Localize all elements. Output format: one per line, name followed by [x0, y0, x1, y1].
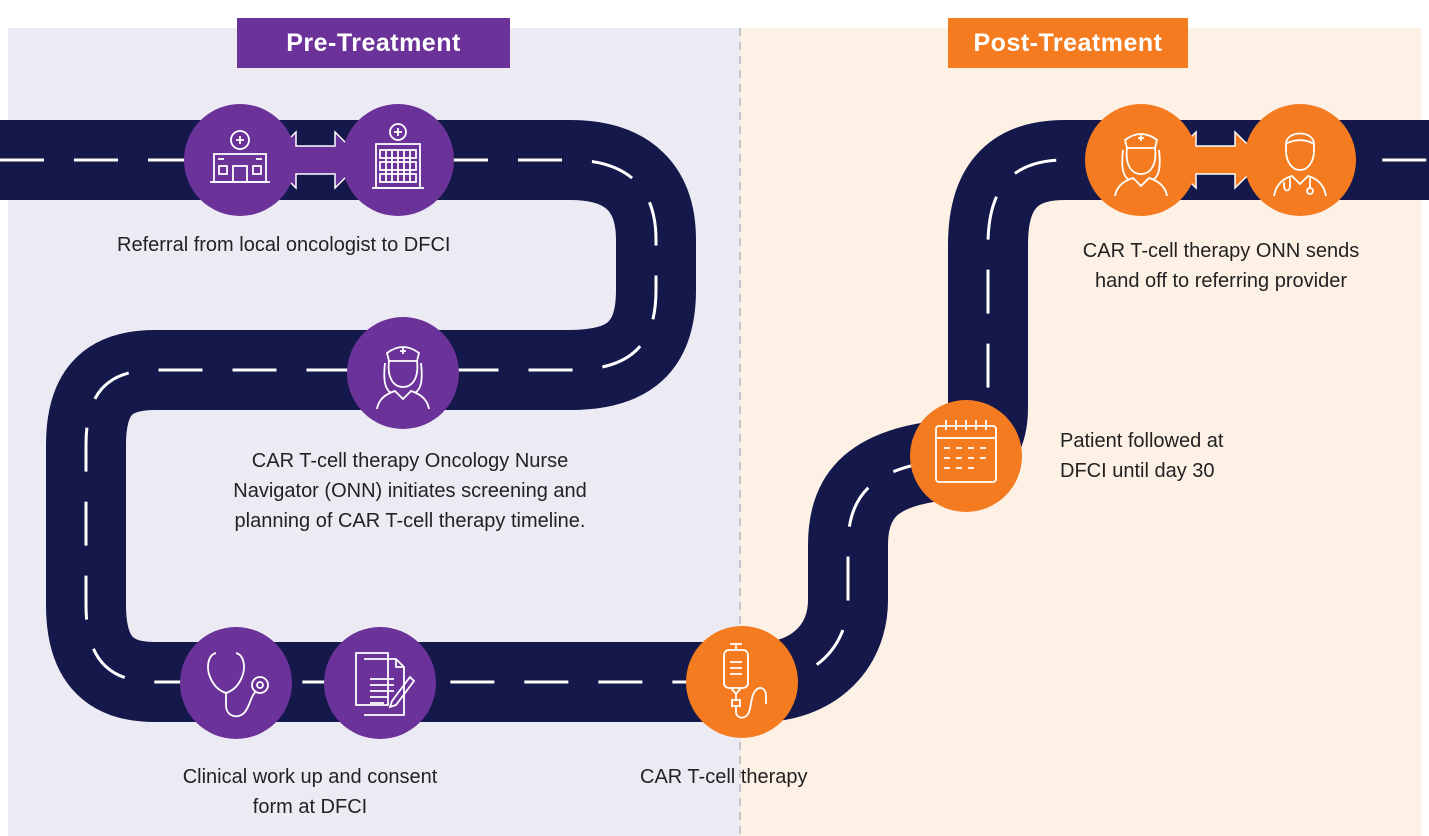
workup-caption-line1: Clinical work up and consent — [182, 766, 438, 788]
onn-caption-line1: CAR T-cell therapy Oncology Nurse — [251, 450, 569, 472]
stethoscope-node — [180, 627, 292, 739]
hospital-building-icon — [372, 123, 424, 189]
handoff-caption: CAR T-cell therapy ONN sends hand off to… — [1046, 236, 1396, 296]
post-treatment-label: Post-Treatment — [973, 28, 1163, 57]
pre-treatment-tab — [237, 18, 510, 68]
post-nurse-node — [1085, 104, 1197, 216]
followup-caption: Patient followed at DFCI until day 30 — [1060, 426, 1320, 486]
followup-caption-line1: Patient followed at — [1060, 430, 1224, 452]
workup-caption-line2: form at DFCI — [252, 796, 368, 818]
clinic-building-icon — [210, 130, 270, 183]
post-treatment-tab — [948, 18, 1188, 68]
therapy-caption: CAR T-cell therapy — [640, 766, 808, 788]
pre-treatment-label: Pre-Treatment — [286, 28, 461, 57]
handoff-caption-line1: CAR T-cell therapy ONN sends — [1082, 240, 1360, 262]
calendar-node — [910, 400, 1022, 512]
doctor-icon — [1273, 132, 1327, 197]
onn-caption-line3: planning of CAR T-cell therapy timeline. — [234, 510, 586, 532]
onn-caption: CAR T-cell therapy Oncology Nurse Naviga… — [180, 446, 640, 536]
handoff-caption-line2: hand off to referring provider — [1094, 270, 1347, 292]
onn-caption-line2: Navigator (ONN) initiates screening and — [233, 480, 587, 502]
infusion-node — [686, 626, 798, 738]
workup-caption: Clinical work up and consent form at DFC… — [140, 762, 480, 822]
dfci-hospital-node — [342, 104, 454, 216]
nurse-node — [347, 317, 459, 429]
nurse-icon — [376, 346, 430, 410]
doctor-node — [1244, 104, 1356, 216]
consent-form-node — [324, 627, 436, 739]
document-pen-icon — [355, 652, 416, 716]
stethoscope-icon — [207, 652, 269, 718]
followup-caption-line2: DFCI until day 30 — [1060, 460, 1215, 482]
calendar-icon — [935, 420, 997, 483]
local-clinic-node — [184, 104, 296, 216]
nurse-icon — [1114, 133, 1168, 197]
referral-caption: Referral from local oncologist to DFCI — [117, 234, 451, 256]
iv-bag-icon — [723, 643, 767, 719]
